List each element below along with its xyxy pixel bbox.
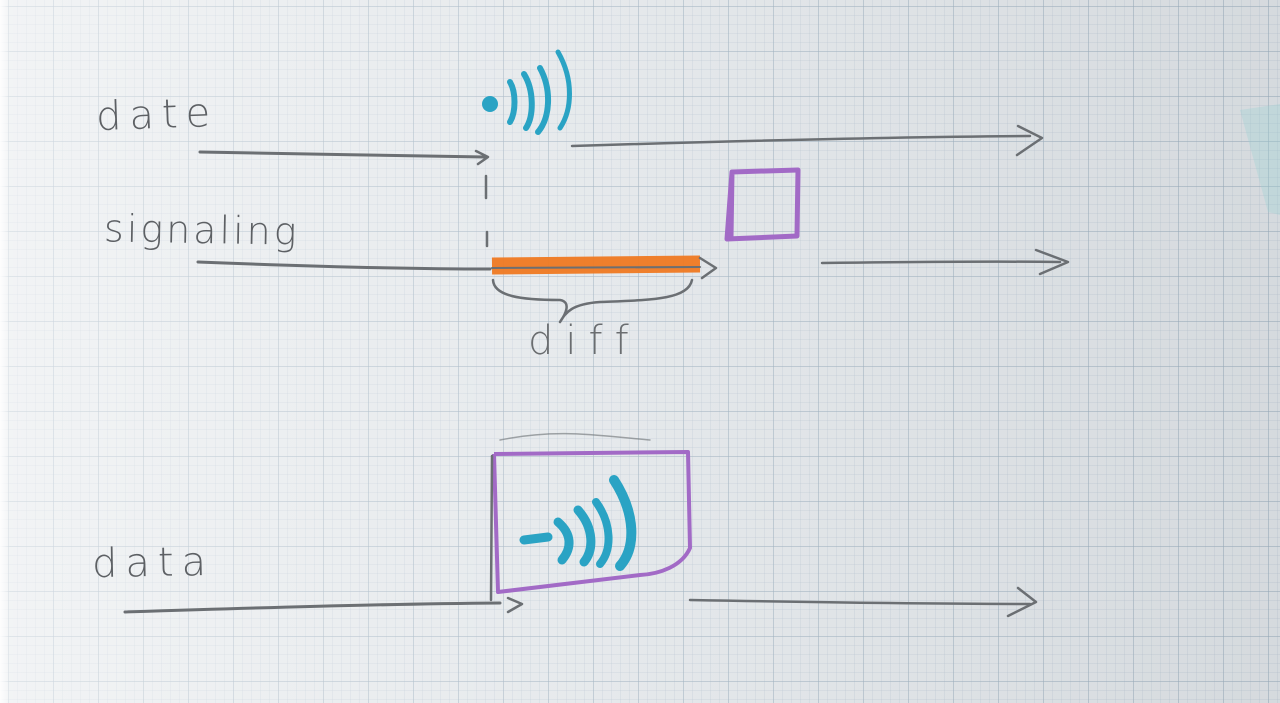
data-timeline-bottom (123, 586, 1038, 618)
data-label-bottom: data (91, 538, 215, 588)
wireless-signal-icon (519, 475, 637, 571)
message-box (724, 167, 801, 242)
diff-highlight-bar (491, 255, 701, 275)
diff-bracket (491, 278, 694, 324)
paper-edge (0, 0, 10, 703)
event-marker-line (484, 174, 489, 248)
wireless-signal-icon (482, 49, 572, 135)
signaling-timeline (196, 248, 1070, 280)
diff-label: diff (528, 318, 641, 364)
transmission-frame (492, 450, 692, 594)
background-smudge (1240, 104, 1280, 215)
data-timeline-top (198, 124, 1044, 166)
signaling-label: signaling (103, 206, 300, 254)
data-label-top: date (95, 89, 219, 141)
